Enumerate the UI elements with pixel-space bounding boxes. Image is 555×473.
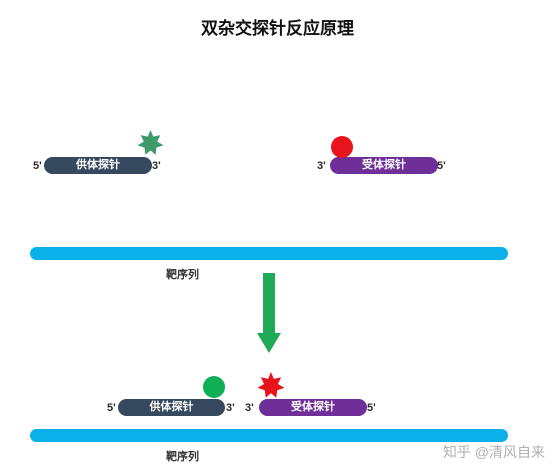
watermark: 知乎 @清风自来 <box>442 444 545 460</box>
donor-fluorophore-star-icon <box>137 130 164 155</box>
target-sequence-bar <box>30 247 508 260</box>
donor-3prime-label: 3' <box>152 160 161 172</box>
bound-target-sequence-label: 靶序列 <box>166 451 199 463</box>
acceptor-5prime-label: 5' <box>437 160 446 172</box>
diagram-title: 双杂交探针反应原理 <box>201 19 354 38</box>
acceptor-3prime-label: 3' <box>317 160 326 172</box>
down-arrow-icon <box>257 273 281 353</box>
donor-5prime-label: 5' <box>33 160 42 172</box>
acceptor-probe: 受体探针 <box>330 157 438 174</box>
bound-acceptor-3prime-label: 3' <box>245 402 254 414</box>
bound-donor-probe: 供体探针 <box>118 399 225 416</box>
bound-acceptor-probe: 受体探针 <box>259 399 367 416</box>
target-sequence-label: 靶序列 <box>166 269 199 281</box>
bound-donor-3prime-label: 3' <box>226 402 235 414</box>
donor-probe: 供体探针 <box>44 157 152 174</box>
acceptor-fluorophore-dot-icon <box>331 136 353 158</box>
donor-fluorophore-dot-icon <box>203 376 225 398</box>
bound-acceptor-5prime-label: 5' <box>367 402 376 414</box>
acceptor-fluorophore-star-icon <box>257 372 285 398</box>
bound-target-sequence-bar <box>30 429 508 442</box>
bound-donor-5prime-label: 5' <box>107 402 116 414</box>
